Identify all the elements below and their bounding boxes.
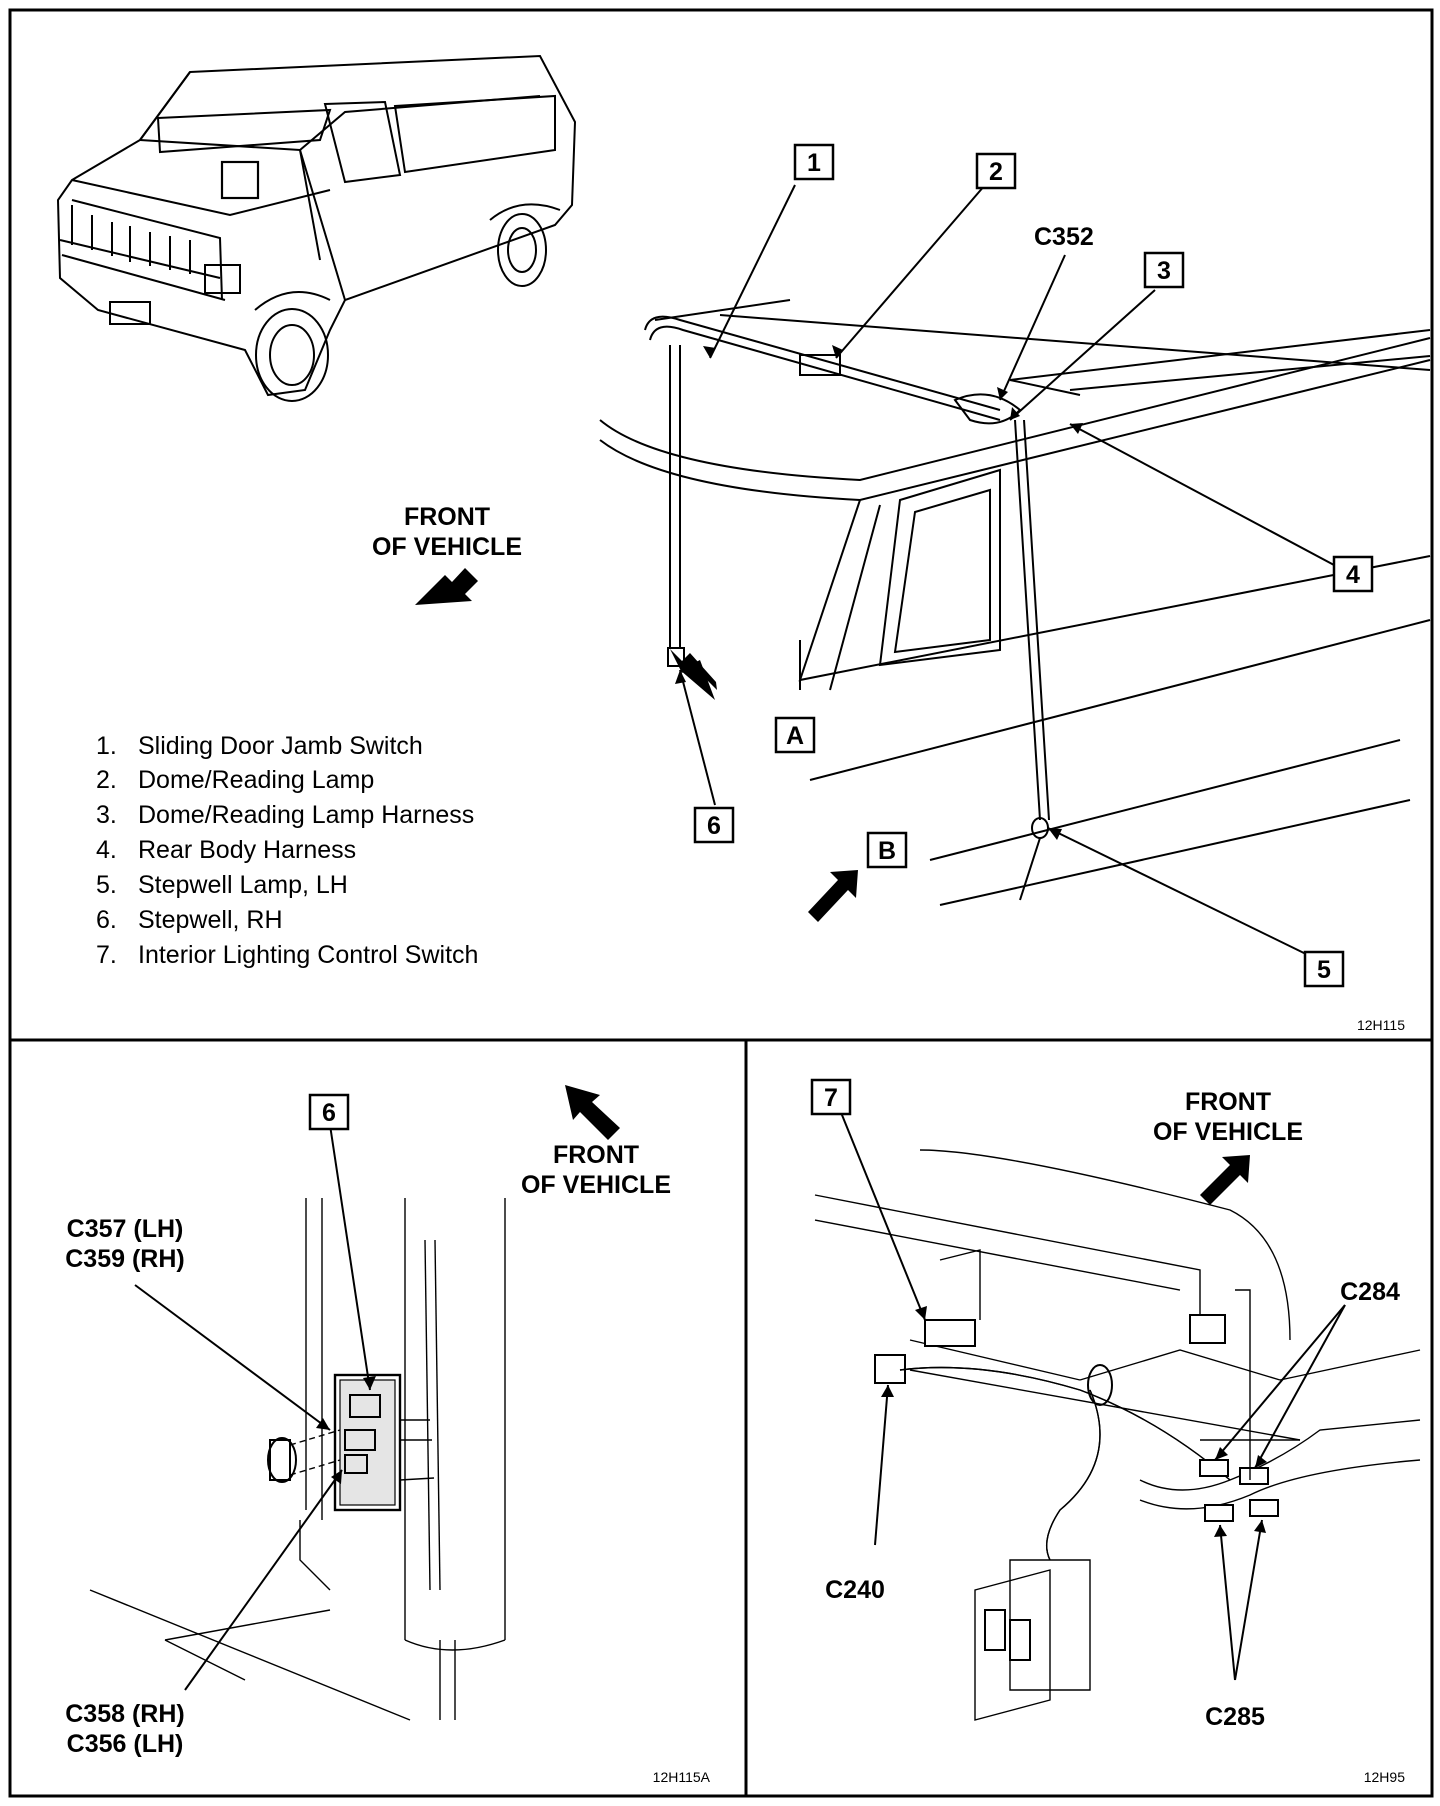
callout-3-label: 3 [1157, 257, 1171, 285]
figure-code-view-b: 12H95 [1364, 1769, 1405, 1785]
view-b-label: B [878, 837, 896, 865]
legend-text-3: Dome/Reading Lamp Harness [138, 801, 474, 829]
front-label-line1: FRONT [404, 503, 490, 531]
connector-c357-label: C357 (LH) [67, 1215, 184, 1243]
callout-2: 2 [975, 152, 1017, 190]
van-illustration [56, 54, 577, 402]
legend-num-5: 5. [96, 871, 117, 899]
legend-num-3: 3. [96, 801, 117, 829]
direction-arrow-icon [808, 870, 858, 922]
view-b-callout-7-label: 7 [824, 1084, 838, 1112]
legend-num-2: 2. [96, 766, 117, 794]
legend-num-1: 1. [96, 732, 117, 760]
front-of-vehicle-main: FRONT OF VEHICLE [372, 503, 522, 605]
legend-text-5: Stepwell Lamp, LH [138, 871, 348, 899]
view-b-marker: B [808, 831, 908, 922]
callout-6: 6 [693, 806, 735, 844]
view-a-front-line2: OF VEHICLE [521, 1171, 671, 1199]
callout-2-label: 2 [989, 158, 1003, 186]
view-b-front-line2: OF VEHICLE [1153, 1118, 1303, 1146]
legend-text-1: Sliding Door Jamb Switch [138, 732, 423, 760]
roof-harness-illustration [599, 299, 1431, 906]
legend-text-7: Interior Lighting Control Switch [138, 941, 478, 969]
main-leaders [675, 184, 1335, 956]
legend-num-4: 4. [96, 836, 117, 864]
direction-arrow-up-left-icon [565, 1085, 620, 1140]
callout-4-label: 4 [1346, 561, 1360, 589]
view-a-marker: A [670, 649, 816, 754]
connector-c352-label: C352 [1034, 223, 1094, 251]
view-a-illustration [89, 1198, 506, 1721]
view-b-front-line1: FRONT [1185, 1088, 1271, 1116]
connector-c356-label: C356 (LH) [67, 1730, 184, 1758]
legend-text-2: Dome/Reading Lamp [138, 766, 374, 794]
callout-5: 5 [1303, 950, 1345, 988]
figure-code-view-a: 12H115A [653, 1769, 711, 1785]
callout-6-label: 6 [707, 812, 721, 840]
legend: 1. Sliding Door Jamb Switch 2. Dome/Read… [96, 732, 478, 969]
callout-3: 3 [1143, 251, 1185, 289]
direction-arrow-icon [1200, 1155, 1250, 1205]
front-of-vehicle-view-a: FRONT OF VEHICLE [521, 1085, 671, 1199]
connector-c285-label: C285 [1205, 1703, 1265, 1731]
view-b-callout-7: 7 [810, 1078, 852, 1116]
view-a-callout-6: 6 [308, 1093, 350, 1131]
connector-c359-label: C359 (RH) [65, 1245, 184, 1273]
callout-4: 4 [1332, 555, 1374, 593]
connector-c240-label: C240 [825, 1576, 885, 1604]
view-a-callout-6-label: 6 [322, 1099, 336, 1127]
direction-arrow-icon [415, 568, 478, 605]
callout-1: 1 [793, 143, 835, 181]
direction-arrow-icon [670, 649, 717, 690]
view-a-front-line1: FRONT [553, 1141, 639, 1169]
legend-num-7: 7. [96, 941, 117, 969]
front-of-vehicle-view-b: FRONT OF VEHICLE [1153, 1088, 1303, 1205]
view-a-label: A [786, 722, 804, 750]
view-b-leaders [839, 1109, 1346, 1681]
legend-num-6: 6. [96, 906, 117, 934]
legend-text-4: Rear Body Harness [138, 836, 356, 864]
connector-c284-label: C284 [1340, 1278, 1400, 1306]
view-b-illustration [814, 1149, 1421, 1721]
figure-code-main: 12H115 [1357, 1017, 1405, 1033]
callout-1-label: 1 [807, 149, 821, 177]
front-label-line2: OF VEHICLE [372, 533, 522, 561]
panel-borders [8, 8, 1434, 1798]
legend-text-6: Stepwell, RH [138, 906, 283, 934]
view-a-leaders [134, 1124, 376, 1691]
callout-5-label: 5 [1317, 956, 1331, 984]
connector-c358-label: C358 (RH) [65, 1700, 184, 1728]
